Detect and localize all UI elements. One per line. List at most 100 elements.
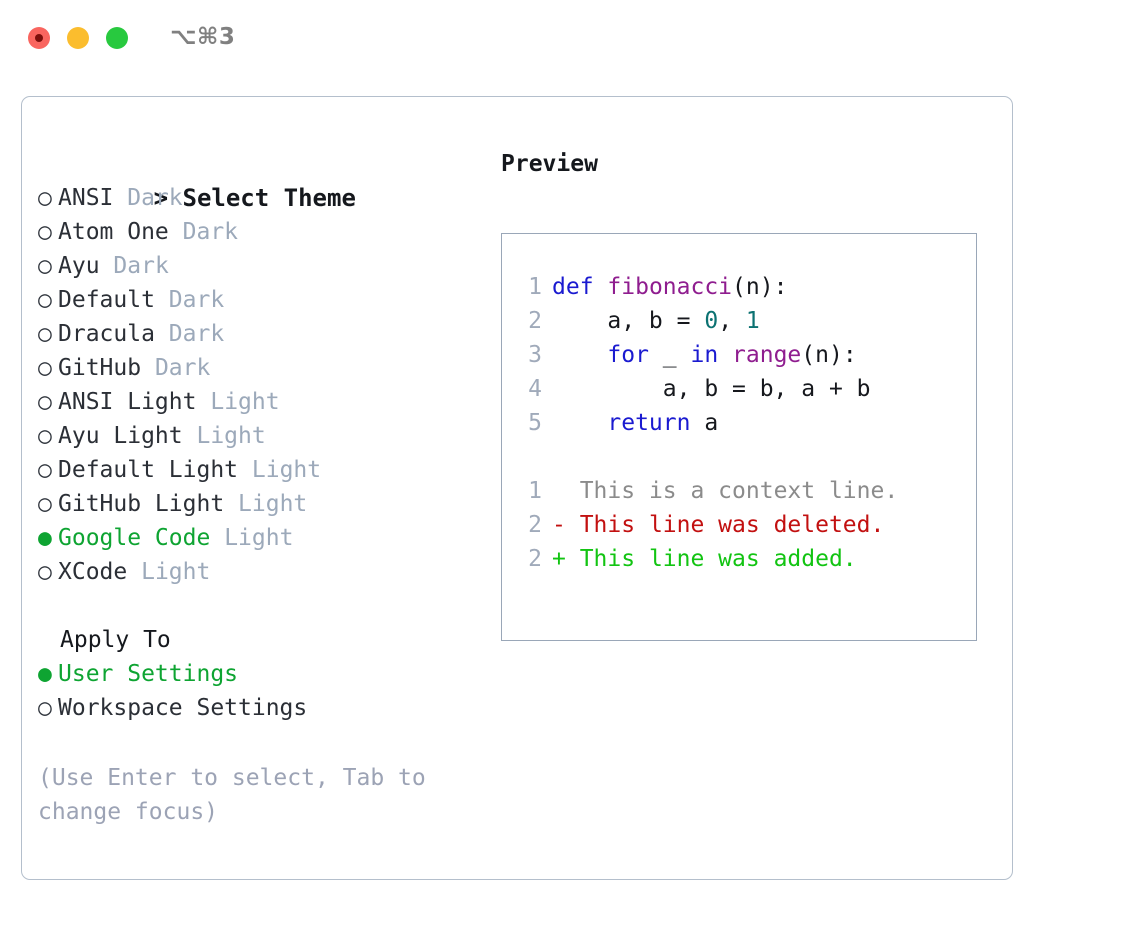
apply-to-list: ●User Settings○Workspace Settings [38,657,478,725]
theme-picker: > Select Theme ○ANSI Dark○Atom One Dark○… [38,147,478,725]
theme-name: ANSI [58,185,114,211]
diff-text: This is a context line. [565,478,899,504]
theme-name: Default Light [58,457,239,483]
radio-unselected-icon: ○ [38,389,52,415]
code-token-kw: def [552,274,594,300]
diff-line-del: 2- This line was deleted. [516,508,970,542]
diff-text: This line was deleted. [565,512,885,538]
radio-selected-icon: ● [38,661,52,687]
code-token-plain: a, b = b, a + b [552,376,871,402]
theme-kind-badge: Dark [154,355,211,381]
code-token-plain [552,410,607,436]
theme-kind-badge: Light [251,457,322,483]
spacer [127,559,141,585]
diff-marker: - [552,512,566,538]
spacer [183,423,197,449]
theme-kind-badge: Dark [182,219,239,245]
code-token-plain: (n): [732,274,788,300]
diff-text: This line was added. [565,546,857,572]
diff-line-ctx: 1 This is a context line. [516,474,970,508]
theme-list-item[interactable]: ○Ayu Dark [38,249,478,283]
code-token-plain: _ [648,342,691,368]
keyboard-shortcut-label: ⌥⌘3 [170,24,236,50]
theme-list-item[interactable]: ○GitHub Light Light [38,487,478,521]
spacer [210,525,224,551]
spacer [141,355,155,381]
code-token-plain [594,274,608,300]
keyboard-hint: (Use Enter to select, Tab to change focu… [38,765,440,825]
diff-marker [552,478,566,504]
code-token-plain: , [718,308,746,334]
radio-unselected-icon: ○ [38,457,52,483]
list-spacer [38,589,478,623]
radio-unselected-icon: ○ [38,355,52,381]
radio-unselected-icon: ○ [38,219,52,245]
apply-to-header: Apply To [60,627,171,653]
radio-unselected-icon: ○ [38,559,52,585]
spacer [196,389,210,415]
theme-list-item[interactable]: ○Ayu Light Light [38,419,478,453]
theme-name: Ayu [58,253,100,279]
theme-kind-badge: Light [196,423,266,449]
radio-unselected-icon: ○ [38,185,52,211]
theme-name: Ayu Light [58,423,183,449]
content-panel: > Select Theme ○ANSI Dark○Atom One Dark○… [21,96,1013,880]
theme-kind-badge: Light [210,389,280,415]
apply-to-label: User Settings [58,661,239,687]
code-token-kw: in [690,342,719,368]
theme-name: GitHub [58,355,142,381]
radio-unselected-icon: ○ [38,695,52,721]
line-number: 1 [528,478,542,504]
line-number: 2 [528,512,542,538]
maximize-window-button[interactable] [106,27,128,49]
theme-picker-title: Select Theme [182,184,356,212]
code-token-plain [718,342,732,368]
theme-list-item[interactable]: ○Atom One Dark [38,215,478,249]
theme-name: ANSI Light [58,389,197,415]
theme-kind-badge: Light [224,525,294,551]
code-token-fn: fibonacci [607,274,733,300]
code-token-plain: (n): [801,342,857,368]
code-diff-separator [516,440,970,474]
theme-list-item[interactable]: ●Google Code Light [38,521,478,555]
minimize-window-button[interactable] [67,27,89,49]
apply-to-option[interactable]: ○Workspace Settings [38,691,478,725]
theme-name: Atom One [58,219,169,245]
theme-list-item[interactable]: ○Default Dark [38,283,478,317]
apply-to-option[interactable]: ●User Settings [38,657,478,691]
spacer [155,321,169,347]
theme-list-item[interactable]: ○ANSI Light Light [38,385,478,419]
theme-list-item[interactable]: ○GitHub Dark [38,351,478,385]
line-number: 2 [528,308,542,334]
spacer [100,253,114,279]
theme-kind-badge: Light [141,559,211,585]
theme-list-item[interactable]: ○Dracula Dark [38,317,478,351]
theme-name: Default [58,287,155,313]
code-token-kw: for [607,342,649,368]
theme-list-item[interactable]: ○Default Light Light [38,453,478,487]
theme-list-item[interactable]: ○ANSI Dark [38,181,478,215]
code-token-plain: a, b = [552,308,705,334]
theme-picker-header: > Select Theme [38,147,478,212]
theme-kind-badge: Light [238,491,308,517]
spacer [113,185,127,211]
line-number: 1 [528,274,542,300]
close-window-button[interactable] [28,27,50,49]
preview-title: Preview [501,151,598,177]
code-line: 3 for _ in range(n): [516,338,970,372]
theme-kind-badge: Dark [113,253,169,279]
spacer [169,219,183,245]
code-token-num: 0 [704,308,719,334]
theme-kind-badge: Dark [127,185,183,211]
code-token-plain [552,342,607,368]
theme-list-item[interactable]: ○XCode Light [38,555,478,589]
radio-unselected-icon: ○ [38,491,52,517]
radio-unselected-icon: ○ [38,253,52,279]
code-token-fn: range [732,342,802,368]
window-titlebar: ⌥⌘3 [0,0,1140,78]
radio-unselected-icon: ○ [38,321,52,347]
spacer [224,491,238,517]
